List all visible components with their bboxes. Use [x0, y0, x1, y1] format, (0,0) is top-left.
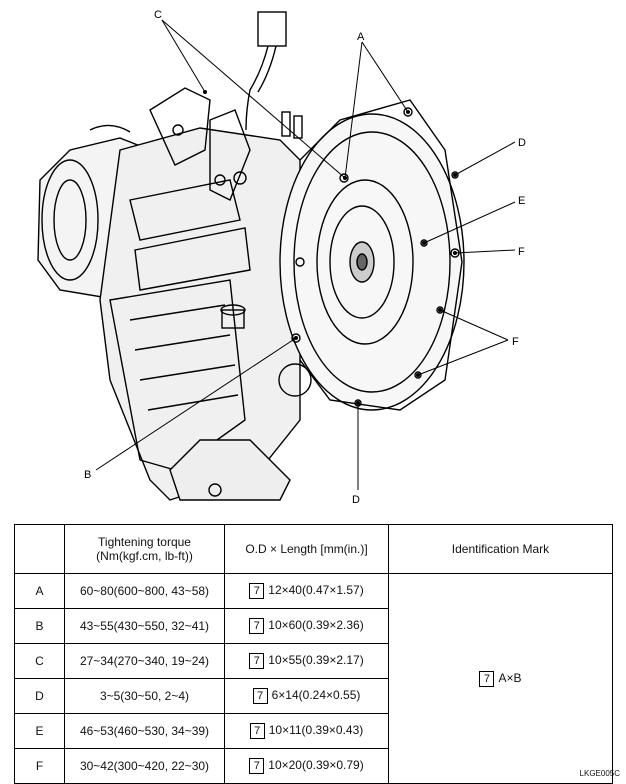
callout-e: E: [518, 195, 525, 207]
transaxle-diagram: C A D E F F D B: [37, 9, 526, 506]
header-size: O.D × Length [mm(in.)]: [224, 524, 389, 574]
torque-spec-table: Tightening torque (Nm(kgf.cm, lb-ft)) O.…: [14, 524, 613, 784]
callout-f-top: F: [518, 246, 525, 258]
bolt-letter: D: [14, 678, 65, 714]
bolt-letter: A: [14, 573, 65, 609]
callout-d-bottom: D: [352, 494, 360, 506]
size-value: 10×20(0.39×0.79): [268, 758, 364, 772]
table-header-row: Tightening torque (Nm(kgf.cm, lb-ft)) O.…: [14, 524, 613, 574]
torque-value: 43~55(430~550, 32~41): [64, 608, 225, 644]
bolt-letter: E: [14, 713, 65, 749]
header-id-mark: Identification Mark: [388, 524, 613, 574]
bolt-letter: F: [14, 748, 65, 784]
size-value: 6×14(0.24×0.55): [271, 688, 361, 702]
mark-box: 7: [252, 688, 268, 704]
figure-code: LKGE005C: [579, 769, 620, 778]
header-torque-line1: Tightening torque: [98, 535, 191, 549]
mark-box: 7: [249, 618, 265, 634]
header-torque: Tightening torque (Nm(kgf.cm, lb-ft)): [64, 524, 225, 574]
mark-box: 7: [249, 723, 265, 739]
torque-value: 60~80(600~800, 43~58): [64, 573, 225, 609]
leader-lines: [95, 19, 516, 490]
torque-value: 46~53(460~530, 34~39): [64, 713, 225, 749]
size-value: 10×55(0.39×2.17): [268, 653, 364, 667]
transaxle-illustration: [37, 11, 465, 501]
id-mark-text: A×B: [498, 670, 522, 685]
mark-box: 7: [249, 653, 265, 669]
bolt-letter: B: [14, 608, 65, 644]
callout-a: A: [357, 31, 365, 43]
callout-b: B: [84, 469, 91, 481]
size-value: 10×60(0.39×2.36): [268, 618, 364, 632]
torque-value: 3~5(30~50, 2~4): [64, 678, 225, 714]
torque-value: 30~42(300~420, 22~30): [64, 748, 225, 784]
size-value: 12×40(0.47×1.57): [268, 583, 364, 597]
id-mark-box: 7: [479, 670, 495, 687]
leader-dots: [203, 90, 457, 405]
header-bolt: [14, 524, 65, 574]
mark-box: 7: [249, 583, 265, 599]
callout-c: C: [154, 9, 162, 21]
bolt-letter: C: [14, 643, 65, 679]
torque-value: 27~34(270~340, 19~24): [64, 643, 225, 679]
mark-box: 7: [249, 758, 265, 774]
callout-f-bottom: F: [512, 336, 519, 348]
size-value: 10×11(0.39×0.43): [268, 723, 364, 737]
header-torque-line2: (Nm(kgf.cm, lb-ft)): [96, 549, 193, 563]
callout-d-top: D: [518, 137, 526, 149]
